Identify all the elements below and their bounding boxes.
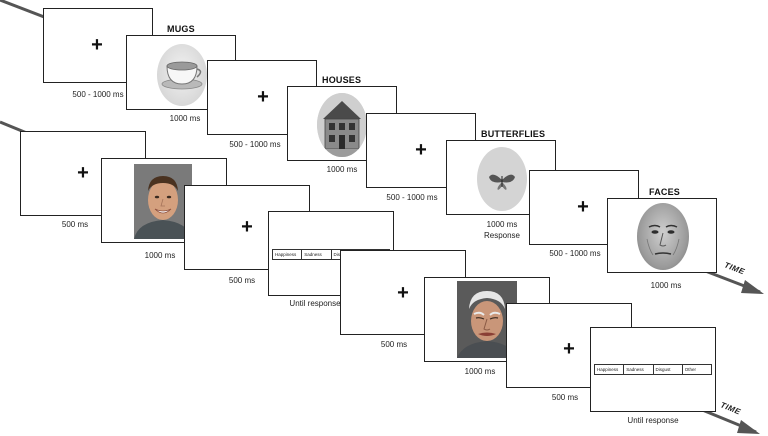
house-stimulus-frame xyxy=(287,86,397,161)
bottom-fix4-duration: 500 ms xyxy=(551,393,579,402)
response2-duration: Until response xyxy=(627,416,679,425)
fixation-cross: + xyxy=(241,216,253,238)
mugs-title: MUGS xyxy=(167,24,195,34)
butterfly-response-note: Response xyxy=(483,231,521,240)
face-icon xyxy=(637,203,689,270)
response-option-disgust[interactable]: Disgust xyxy=(654,365,683,374)
response-option-bar: Happiness Sadness Disgust Other xyxy=(594,364,712,375)
response-option-happiness[interactable]: Happiness xyxy=(273,250,303,259)
face-duration: 1000 ms xyxy=(650,281,682,290)
houses-title: HOUSES xyxy=(322,75,362,85)
mug-icon xyxy=(157,44,207,106)
face2-stimulus-frame xyxy=(424,277,550,362)
fixation-cross: + xyxy=(77,162,89,184)
top-fix2-duration: 500 - 1000 ms xyxy=(229,140,281,149)
butterfly-duration: 1000 ms xyxy=(486,220,518,229)
face2-duration: 1000 ms xyxy=(464,367,496,376)
top-fix1-duration: 500 - 1000 ms xyxy=(72,90,124,99)
happy-face-icon xyxy=(134,164,192,239)
fixation-cross: + xyxy=(577,196,589,218)
response-option-happiness[interactable]: Happiness xyxy=(595,365,625,374)
bottom-fix2-duration: 500 ms xyxy=(228,276,256,285)
fixation-cross: + xyxy=(563,338,575,360)
house-duration: 1000 ms xyxy=(326,165,358,174)
face-stimulus-frame xyxy=(607,198,717,273)
butterfly-icon xyxy=(477,147,527,211)
bottom-fix1-duration: 500 ms xyxy=(61,220,89,229)
top-fix3-duration: 500 - 1000 ms xyxy=(386,193,438,202)
fixation-cross: + xyxy=(91,34,103,56)
faces-title: FACES xyxy=(649,187,681,197)
top-fix4-duration: 500 - 1000 ms xyxy=(549,249,601,258)
response-frame-2: Happiness Sadness Disgust Other xyxy=(590,327,716,412)
response-option-sadness[interactable]: Sadness xyxy=(302,250,332,259)
fixation-cross: + xyxy=(415,139,427,161)
response-option-sadness[interactable]: Sadness xyxy=(624,365,654,374)
response-option-other[interactable]: Other xyxy=(684,367,697,372)
butterflies-title: BUTTERFLIES xyxy=(481,129,546,139)
bottom-fix3-duration: 500 ms xyxy=(380,340,408,349)
mug-duration: 1000 ms xyxy=(169,114,201,123)
face1-duration: 1000 ms xyxy=(144,251,176,260)
disgust-face-icon xyxy=(457,281,517,358)
fixation-cross: + xyxy=(397,282,409,304)
response1-duration: Until response xyxy=(289,299,341,308)
house-icon xyxy=(317,93,367,157)
fixation-cross: + xyxy=(257,86,269,108)
